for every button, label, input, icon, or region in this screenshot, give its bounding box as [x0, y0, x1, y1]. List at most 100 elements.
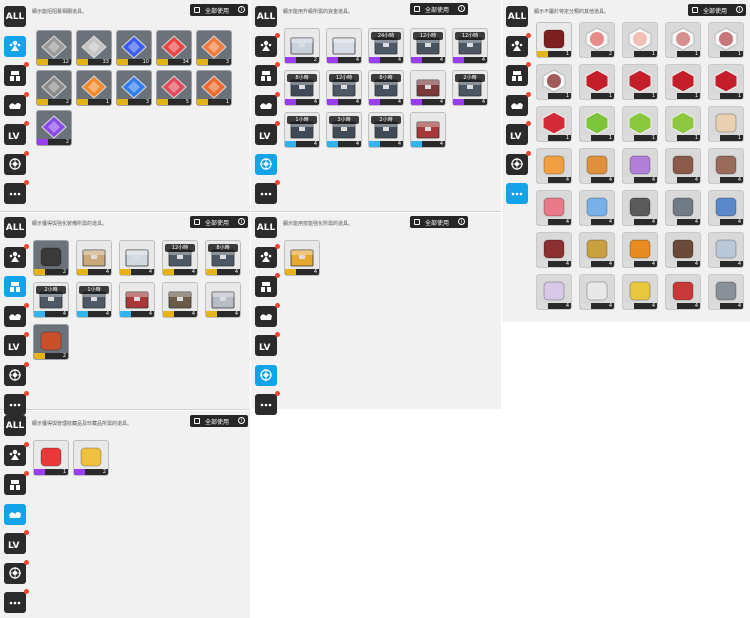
- inventory-item[interactable]: 4: [326, 28, 362, 64]
- filter-tab-more[interactable]: [255, 180, 280, 204]
- filter-tab-level[interactable]: LV: [4, 530, 29, 554]
- filter-tab-more[interactable]: [4, 180, 29, 204]
- inventory-item[interactable]: 12: [36, 30, 72, 66]
- inventory-item[interactable]: 4: [162, 282, 198, 318]
- use-all-checkbox[interactable]: [414, 6, 420, 12]
- filter-tab-target[interactable]: [255, 364, 277, 386]
- inventory-item[interactable]: 4: [579, 190, 615, 226]
- inventory-item[interactable]: 4: [665, 190, 701, 226]
- inventory-item[interactable]: 33: [76, 30, 112, 66]
- inventory-item[interactable]: 4: [579, 232, 615, 268]
- inventory-item[interactable]: 2: [36, 110, 72, 146]
- filter-tab-level[interactable]: LV: [506, 121, 531, 145]
- inventory-item[interactable]: 4: [119, 282, 155, 318]
- filter-tab-all[interactable]: ALL: [255, 217, 277, 238]
- use-all-checkbox[interactable]: [194, 418, 200, 424]
- inventory-item[interactable]: 4: [708, 190, 744, 226]
- inventory-item[interactable]: 2: [33, 324, 69, 360]
- use-all-checkbox[interactable]: [194, 219, 200, 225]
- filter-tab-character[interactable]: [4, 441, 29, 466]
- inventory-item[interactable]: 2: [36, 70, 72, 106]
- filter-tab-level[interactable]: LV: [255, 121, 280, 145]
- filter-tab-more[interactable]: [506, 183, 528, 204]
- filter-tab-recruit[interactable]: [255, 273, 280, 297]
- filter-tab-recruit[interactable]: [255, 62, 280, 86]
- info-icon[interactable]: i: [238, 6, 245, 13]
- inventory-item[interactable]: 4: [665, 274, 701, 310]
- inventory-item[interactable]: 4: [410, 70, 446, 106]
- inventory-item[interactable]: 10: [116, 30, 152, 66]
- filter-tab-more[interactable]: [4, 589, 29, 613]
- filter-tab-recruit[interactable]: [4, 471, 29, 495]
- inventory-item[interactable]: 4: [119, 240, 155, 276]
- inventory-item[interactable]: 4: [708, 148, 744, 184]
- filter-tab-character[interactable]: [255, 243, 280, 268]
- filter-tab-target[interactable]: [4, 150, 29, 175]
- filter-tab-support[interactable]: [255, 91, 280, 116]
- inventory-item[interactable]: 4: [579, 148, 615, 184]
- inventory-item[interactable]: 1: [76, 70, 112, 106]
- inventory-item[interactable]: 4: [622, 148, 658, 184]
- inventory-item[interactable]: 5: [156, 70, 192, 106]
- inventory-item[interactable]: 4: [665, 232, 701, 268]
- inventory-item[interactable]: 4: [536, 148, 572, 184]
- filter-tab-target[interactable]: [4, 559, 29, 584]
- filter-tab-target[interactable]: [506, 150, 531, 175]
- inventory-item[interactable]: 4: [708, 274, 744, 310]
- inventory-item[interactable]: 4: [536, 274, 572, 310]
- filter-tab-character[interactable]: [4, 243, 29, 268]
- filter-tab-more[interactable]: [255, 391, 280, 415]
- info-icon[interactable]: i: [238, 417, 245, 424]
- inventory-item[interactable]: 1: [536, 106, 572, 142]
- inventory-item[interactable]: 1: [33, 440, 69, 476]
- filter-tab-level[interactable]: LV: [255, 332, 280, 356]
- inventory-item[interactable]: 4: [622, 232, 658, 268]
- inventory-item[interactable]: 4: [708, 232, 744, 268]
- filter-tab-recruit[interactable]: [4, 62, 29, 86]
- inventory-item[interactable]: 4: [622, 190, 658, 226]
- info-icon[interactable]: i: [238, 218, 245, 225]
- inventory-item[interactable]: 1: [622, 22, 658, 58]
- inventory-item[interactable]: 4: [205, 282, 241, 318]
- inventory-item[interactable]: 1: [196, 70, 232, 106]
- filter-tab-support[interactable]: [255, 302, 280, 327]
- filter-tab-level[interactable]: LV: [4, 121, 29, 145]
- filter-tab-all[interactable]: ALL: [506, 6, 528, 27]
- use-all-checkbox[interactable]: [414, 219, 420, 225]
- filter-tab-support[interactable]: [506, 91, 531, 116]
- inventory-item[interactable]: 1: [665, 64, 701, 100]
- filter-tab-more[interactable]: [4, 391, 29, 415]
- filter-tab-recruit[interactable]: [506, 62, 531, 86]
- inventory-item[interactable]: 4: [536, 190, 572, 226]
- inventory-item[interactable]: 3: [116, 70, 152, 106]
- inventory-item[interactable]: 34: [156, 30, 192, 66]
- filter-tab-recruit[interactable]: [4, 276, 26, 297]
- info-icon[interactable]: i: [458, 218, 465, 225]
- inventory-item[interactable]: 1: [536, 64, 572, 100]
- filter-tab-all[interactable]: ALL: [255, 6, 277, 27]
- filter-tab-character[interactable]: [506, 32, 531, 57]
- inventory-item[interactable]: 2: [73, 440, 109, 476]
- filter-tab-level[interactable]: LV: [4, 332, 29, 356]
- inventory-item[interactable]: 1: [622, 64, 658, 100]
- inventory-item[interactable]: 1: [579, 106, 615, 142]
- info-icon[interactable]: i: [736, 6, 743, 13]
- inventory-item[interactable]: 1: [665, 106, 701, 142]
- inventory-item[interactable]: 2: [284, 28, 320, 64]
- inventory-item[interactable]: 4: [284, 240, 320, 276]
- inventory-item[interactable]: 1: [665, 22, 701, 58]
- inventory-item[interactable]: 4: [76, 240, 112, 276]
